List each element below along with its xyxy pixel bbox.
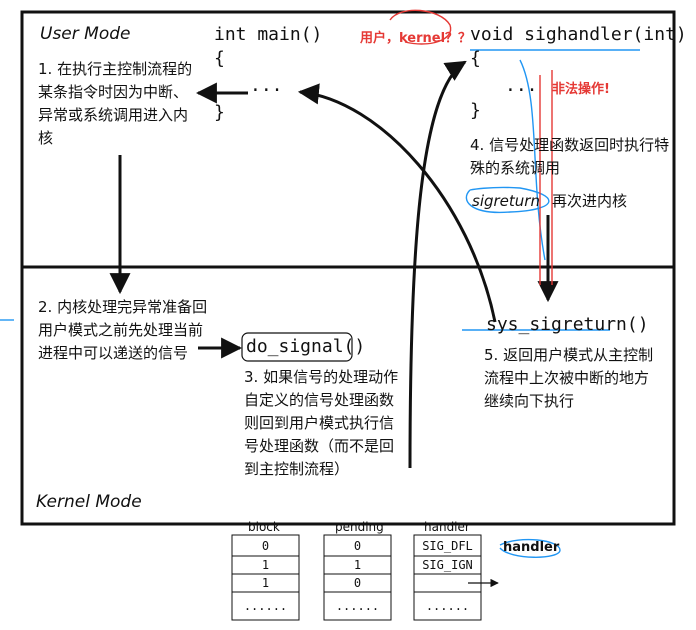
handler-ellipsis: ··· xyxy=(505,80,538,101)
cell-handler-3: ...... xyxy=(425,599,470,613)
table-header-block: block xyxy=(248,520,280,534)
cell-handler-0: SIG_DFL xyxy=(422,539,473,553)
step-1-text: 1. 在执行主控制流程的某条指令时因为中断、异常或系统调用进入内核 xyxy=(38,60,193,147)
step-4-tail: 再次进内核 xyxy=(552,192,628,210)
handler-signature: void sighandler(int) xyxy=(470,24,687,45)
main-ellipsis: ··· xyxy=(250,80,283,101)
sys-sigreturn-label: sys_sigreturn() xyxy=(486,314,649,335)
kernel-mode-title: Kernel Mode xyxy=(36,492,142,512)
cell-pending-2: 0 xyxy=(353,576,362,590)
main-close-brace: } xyxy=(214,102,225,123)
cell-pending-0: 0 xyxy=(353,539,362,553)
blue-annotation-marks xyxy=(0,49,640,558)
step-4-sigreturn: sigreturn xyxy=(472,192,540,210)
main-open-brace: { xyxy=(214,48,225,69)
step-2-text: 2. 内核处理完异常准备回用户模式之前先处理当前进程中可以递送的信号 xyxy=(38,298,208,362)
signal-table xyxy=(231,534,482,621)
cell-handler-1: SIG_IGN xyxy=(422,558,473,572)
main-signature: int main() xyxy=(214,24,323,45)
cell-block-2: 1 xyxy=(261,576,270,590)
step-3-text: 3. 如果信号的处理动作自定义的信号处理函数则回到用户模式执行信号处理函数（而不… xyxy=(244,368,399,478)
cell-block-0: 0 xyxy=(261,539,270,553)
step-4-text: 4. 信号处理函数返回时执行特殊的系统调用 xyxy=(470,136,670,177)
handler-note: handler xyxy=(503,540,560,555)
red-annotation-marks xyxy=(389,9,553,285)
step-5-text: 5. 返回用户模式从主控制流程中上次被中断的地方继续向下执行 xyxy=(484,346,654,410)
illegal-op-annotation: 非法操作! xyxy=(552,82,610,97)
handler-open-brace: { xyxy=(470,48,481,69)
cell-pending-1: 1 xyxy=(353,558,362,572)
table-header-pending: pending xyxy=(335,520,384,534)
do-signal-label: do_signal() xyxy=(246,336,366,357)
cell-block-1: 1 xyxy=(261,558,270,572)
table-header-handler: handler xyxy=(424,520,470,534)
user-kernel-annotation: 用户，kernel？？ xyxy=(360,31,472,46)
cell-pending-3: ...... xyxy=(335,599,380,613)
do-signal-box xyxy=(241,332,353,362)
cell-block-3: ...... xyxy=(243,599,288,613)
user-mode-title: User Mode xyxy=(40,24,131,44)
handler-close-brace: } xyxy=(470,100,481,121)
arrow-return-main xyxy=(297,83,497,323)
arrow-to-handler xyxy=(408,60,467,469)
